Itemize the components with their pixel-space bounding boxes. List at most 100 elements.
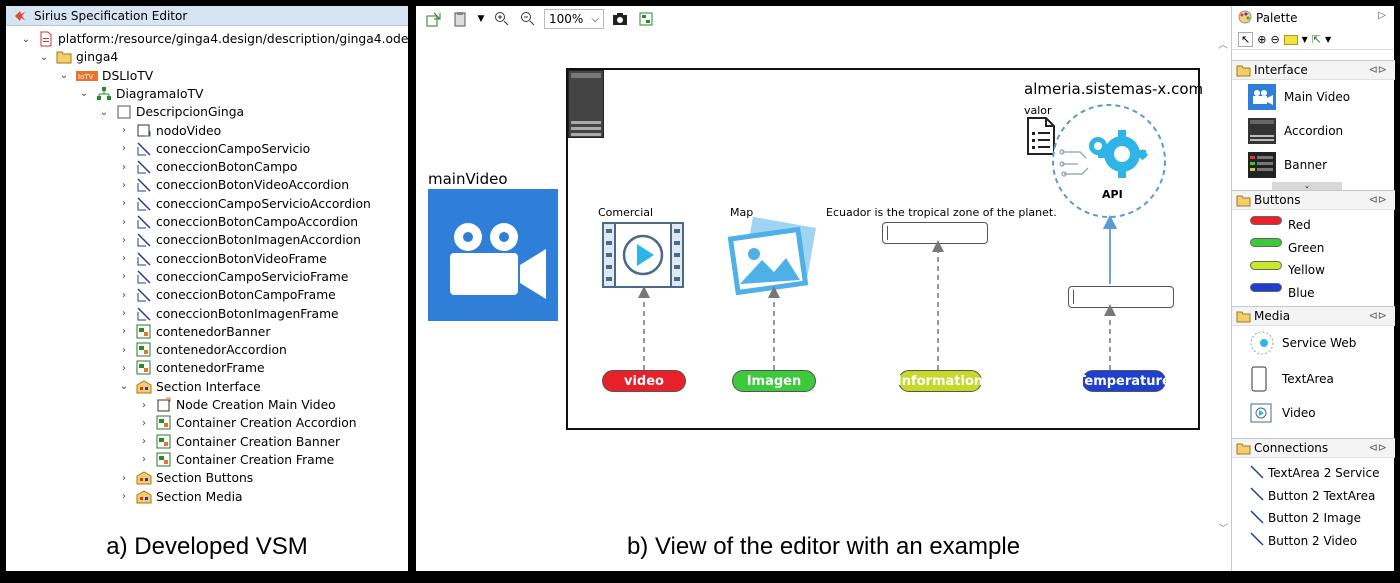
palette-item-video[interactable]: Video — [1232, 402, 1395, 424]
tree-node[interactable]: ›contenedorFrame — [118, 359, 265, 377]
tree-node[interactable]: ›nodoVideo — [118, 122, 221, 140]
chevron-down-icon[interactable]: ⌄ — [21, 33, 31, 45]
chevron-down-icon[interactable]: ⌄ — [39, 51, 49, 63]
temperature-textarea[interactable] — [1068, 286, 1174, 308]
chevron-right-icon[interactable]: › — [122, 326, 126, 338]
zoom-out-icon[interactable] — [518, 9, 538, 29]
tree-node[interactable]: ⌄platform:/resource/ginga4.design/descri… — [20, 30, 434, 48]
tree-node[interactable]: ›Section Buttons — [118, 469, 253, 487]
imagen-button[interactable]: Imagen — [732, 370, 816, 392]
chevron-right-icon[interactable]: › — [122, 198, 126, 210]
chevron-right-icon[interactable]: › — [142, 399, 146, 411]
tree-node[interactable]: ›coneccionBotonImagenAccordion — [118, 231, 361, 249]
palette-item-connection[interactable]: Button 2 Image — [1232, 507, 1395, 529]
palette-item-red[interactable]: Red — [1232, 214, 1395, 236]
palette-item-green[interactable]: Green — [1232, 237, 1395, 259]
zoom-combo[interactable]: 100% ⌵ — [544, 9, 604, 29]
note-dropdown-icon[interactable]: ▼ — [1301, 35, 1308, 44]
tree-node[interactable]: ⌄ginga4 — [38, 48, 118, 66]
chevron-right-icon[interactable]: › — [122, 179, 126, 191]
tree-node[interactable]: ⌄DescripcionGinga — [98, 103, 244, 121]
tree-node[interactable]: ›coneccionBotonVideoFrame — [118, 250, 327, 268]
camera-icon[interactable] — [610, 9, 630, 29]
palette-item-textarea[interactable]: TextArea — [1232, 366, 1395, 392]
chevron-down-icon[interactable]: ⌄ — [79, 88, 89, 100]
palette-item-main-video[interactable]: Main Video — [1232, 84, 1395, 110]
tree-node[interactable]: ›coneccionBotonCampo — [118, 158, 297, 176]
diagram-canvas[interactable]: mainVideo alme — [416, 32, 1216, 552]
chevron-right-icon[interactable]: › — [122, 472, 126, 484]
chevron-right-icon[interactable]: › — [122, 143, 126, 155]
pin-note-icon[interactable]: ⇱ — [1311, 33, 1322, 46]
palette-item-accordion[interactable]: Accordion — [1232, 118, 1395, 144]
pin-icon[interactable]: ⊲⊳ — [1368, 441, 1387, 454]
pin-icon[interactable]: ⊲⊳ — [1368, 193, 1387, 206]
tree-node[interactable]: ›contenedorAccordion — [118, 341, 287, 359]
tree-node[interactable]: ⌄DiagramaIoTV — [78, 85, 203, 103]
chevron-down-icon[interactable]: ⌄ — [119, 381, 129, 393]
chevron-right-icon[interactable]: › — [122, 491, 126, 502]
tree-node[interactable]: ›Node Creation Main Video — [138, 396, 336, 414]
chevron-right-icon[interactable]: › — [142, 436, 146, 448]
palette-item-service-web[interactable]: Service Web — [1232, 331, 1395, 355]
tree-node[interactable]: ›coneccionBotonCampoAccordion — [118, 213, 358, 231]
palette-item-connection[interactable]: TextArea 2 Service — [1232, 462, 1395, 484]
note-icon[interactable] — [1283, 34, 1298, 45]
scroll-down-icon[interactable]: ﹀ — [1218, 524, 1228, 535]
pin-dropdown-icon[interactable]: ▼ — [1325, 35, 1332, 44]
chevron-right-icon[interactable]: › — [122, 125, 126, 136]
palette-item-banner[interactable]: Banner — [1232, 152, 1395, 178]
chevron-right-icon[interactable]: › — [122, 362, 126, 374]
tree-node[interactable]: ›Section Media — [118, 488, 243, 506]
tree-node[interactable]: ›Container Creation Frame — [138, 451, 334, 469]
tree-node[interactable]: ›coneccionCampoServicioFrame — [118, 268, 348, 286]
layer-filter-icon[interactable] — [450, 9, 470, 29]
scroll-up-icon[interactable]: ︿ — [1218, 40, 1228, 51]
palette-zoom-in-icon[interactable]: ⊕ — [1257, 33, 1267, 46]
video-button[interactable]: video — [602, 370, 686, 392]
tree-node[interactable]: ›coneccionBotonCampoFrame — [118, 286, 336, 304]
palette-item-connection[interactable]: Button 2 Video — [1232, 530, 1395, 552]
media-drawer-header[interactable]: Media ⊲⊳ — [1232, 306, 1395, 326]
tree-node[interactable]: ›coneccionBotonImagenFrame — [118, 305, 339, 323]
tree-node[interactable]: ›Container Creation Accordion — [138, 414, 357, 432]
chevron-right-icon[interactable]: › — [122, 216, 126, 228]
tree-node[interactable]: ›coneccionCampoServicio — [118, 140, 310, 158]
chevron-right-icon[interactable]: › — [142, 454, 146, 466]
chevron-right-icon[interactable]: › — [122, 253, 126, 265]
pin-icon[interactable]: ⊲⊳ — [1368, 309, 1387, 322]
buttons-drawer-header[interactable]: Buttons ⊲⊳ — [1232, 190, 1395, 210]
chevron-down-icon[interactable]: ⌄ — [59, 70, 69, 82]
select-all-icon[interactable] — [424, 9, 444, 29]
palette-item-yellow[interactable]: Yellow — [1232, 259, 1395, 281]
chevron-down-icon[interactable]: ⌄ — [99, 106, 109, 118]
layout-icon[interactable] — [636, 9, 656, 29]
palette-zoom-out-icon[interactable]: ⊖ — [1270, 33, 1280, 46]
main-video-node[interactable] — [428, 189, 558, 321]
information-button[interactable]: Information — [897, 370, 983, 392]
chevron-right-icon[interactable]: › — [122, 271, 126, 283]
expand-arrow-icon[interactable]: ▷ — [1378, 10, 1386, 21]
pin-icon[interactable]: ⊲⊳ — [1368, 63, 1387, 76]
tree-node[interactable]: ›contenedorBanner — [118, 323, 270, 341]
drawer-scroll-indicator[interactable]: ⌄ — [1272, 182, 1342, 190]
zoom-in-icon[interactable] — [492, 9, 512, 29]
chevron-right-icon[interactable]: › — [122, 344, 126, 356]
tree-node[interactable]: ›coneccionBotonVideoAccordion — [118, 176, 349, 194]
temperature-button[interactable]: Temperature — [1077, 370, 1171, 392]
interface-drawer-header[interactable]: Interface ⊲⊳ — [1232, 60, 1395, 80]
select-arrow-icon[interactable]: ↖ — [1238, 32, 1254, 47]
chevron-right-icon[interactable]: › — [122, 289, 126, 301]
application-container[interactable]: almeria.sistemas-x.com valor — [566, 68, 1203, 430]
palette-item-blue[interactable]: Blue — [1232, 282, 1395, 304]
film-play-icon[interactable] — [602, 222, 684, 288]
chevron-right-icon[interactable]: › — [122, 234, 126, 246]
palette-item-connection[interactable]: Button 2 TextArea — [1232, 485, 1395, 507]
api-service-icon[interactable] — [1050, 102, 1168, 220]
tree-node[interactable]: ›coneccionCampoServicioAccordion — [118, 195, 371, 213]
chevron-right-icon[interactable]: › — [122, 308, 126, 319]
connections-drawer-header[interactable]: Connections ⊲⊳ — [1232, 438, 1395, 458]
chevron-right-icon[interactable]: › — [122, 161, 126, 173]
chevron-right-icon[interactable]: › — [142, 417, 146, 429]
